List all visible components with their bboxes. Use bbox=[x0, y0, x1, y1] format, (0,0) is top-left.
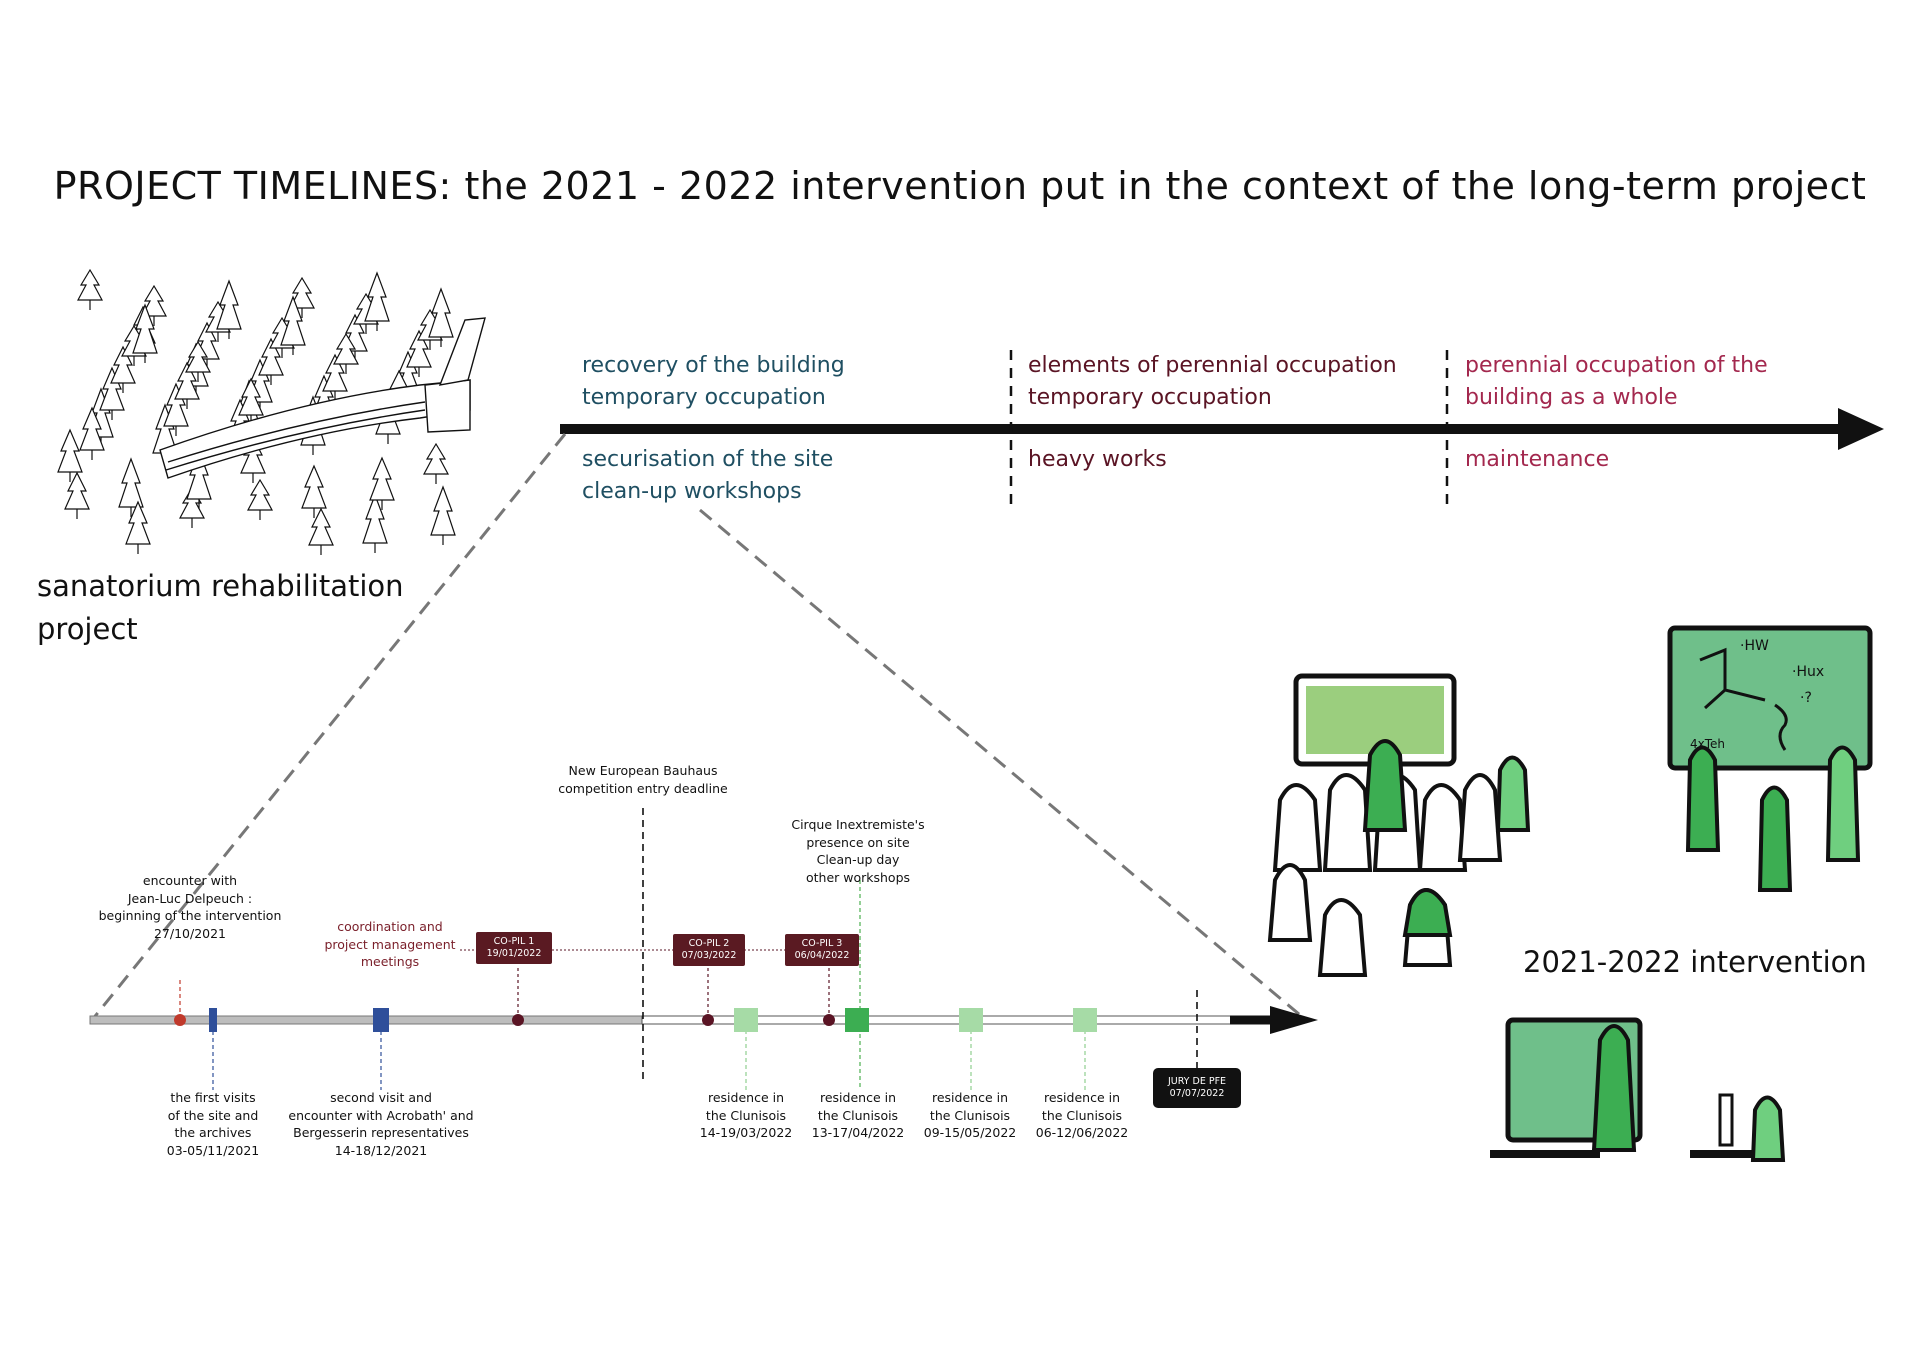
desk-right bbox=[1690, 1150, 1755, 1158]
tree-sketch bbox=[79, 406, 105, 460]
copil-2-dot bbox=[702, 1014, 714, 1026]
building-body bbox=[159, 379, 471, 479]
whiteboard-text-3: ·? bbox=[1800, 690, 1812, 706]
encounter-label: encounter with Jean-Luc Delpeuch : begin… bbox=[98, 873, 282, 941]
whiteboard bbox=[1667, 625, 1873, 771]
tree-sketch bbox=[308, 507, 334, 555]
phase-2-above: elements of perennial occupation tempora… bbox=[1028, 353, 1397, 410]
coordination-label: coordination and project management meet… bbox=[324, 919, 456, 969]
page-title: PROJECT TIMELINES: the 2021 - 2022 inter… bbox=[53, 164, 1867, 208]
residence-1-label: residence in the Clunisois 14-19/03/2022 bbox=[699, 1090, 793, 1140]
residence-2-marker bbox=[845, 1008, 869, 1032]
whiteboard-person-1 bbox=[1685, 745, 1721, 852]
computer-monitor bbox=[1718, 1093, 1734, 1147]
sanatorium-caption: sanatorium rehabilitation project bbox=[37, 569, 404, 646]
tree-sketch bbox=[333, 332, 359, 374]
timeline-arrow-head bbox=[1270, 1006, 1318, 1034]
building-floor-line-2 bbox=[165, 409, 426, 471]
copil-3-dot bbox=[823, 1014, 835, 1026]
copil-2-badge: CO-PIL 2 07/03/2022 bbox=[673, 934, 745, 966]
cirque-label: Cirque Inextremiste's presence on site C… bbox=[791, 817, 925, 885]
tree-sketch bbox=[258, 337, 284, 385]
whiteboard-illustration: ·HW ·Hux ·? 4xTeh bbox=[1667, 625, 1873, 892]
zoom-line-right bbox=[699, 508, 1301, 1017]
green-standing-figure bbox=[1495, 755, 1531, 832]
tree-sketch bbox=[57, 428, 83, 482]
tree-sketch bbox=[423, 442, 449, 484]
phase-3-above: perennial occupation of the building as … bbox=[1465, 353, 1768, 410]
tree-sketch bbox=[99, 366, 125, 420]
workstation-person-standing bbox=[1591, 1024, 1637, 1152]
second-visit-label: second visit and encounter with Acrobath… bbox=[288, 1090, 474, 1158]
phase-3-below: maintenance bbox=[1465, 447, 1610, 472]
meeting-screen bbox=[1306, 686, 1444, 754]
tree-sketch bbox=[174, 361, 200, 409]
intervention-caption: 2021-2022 intervention bbox=[1523, 945, 1867, 979]
residence-4-marker bbox=[1073, 1008, 1097, 1032]
phase-1-above: recovery of the building temporary occup… bbox=[582, 353, 845, 410]
building-tower bbox=[438, 317, 486, 386]
building-wing bbox=[424, 379, 471, 433]
jury-badge: JURY DE PFE 07/07/2022 bbox=[1153, 1068, 1241, 1108]
whiteboard-text-1: ·HW bbox=[1740, 638, 1769, 654]
residence-4-label: residence in the Clunisois 06-12/06/2022 bbox=[1035, 1090, 1129, 1140]
tree-sketch bbox=[428, 287, 454, 347]
copil-3-badge: CO-PIL 3 06/04/2022 bbox=[785, 934, 859, 966]
workstation-person-seated bbox=[1750, 1095, 1786, 1162]
tree-sketch bbox=[240, 435, 266, 483]
green-audience-figure bbox=[1402, 888, 1453, 937]
short-term-timeline bbox=[89, 808, 1318, 1090]
desk-left bbox=[1490, 1150, 1600, 1158]
zoom-line-left bbox=[90, 433, 567, 1021]
tree-sketch bbox=[64, 471, 90, 519]
phase-2-below: heavy works bbox=[1028, 447, 1167, 472]
tree-sketch bbox=[362, 493, 388, 553]
first-visit-label: the first visits of the site and the arc… bbox=[166, 1090, 260, 1158]
timeline-bar-future bbox=[641, 1015, 1243, 1025]
encounter-dot bbox=[174, 1014, 186, 1026]
forest-sketch bbox=[57, 268, 456, 555]
whiteboard-sketch bbox=[1699, 647, 1788, 751]
whiteboard-person-3 bbox=[1825, 745, 1861, 862]
tree-sketch bbox=[125, 500, 151, 554]
residence-3-marker bbox=[959, 1008, 983, 1032]
tree-sketch bbox=[430, 485, 456, 545]
workstation-illustration bbox=[1490, 1017, 1786, 1162]
residence-3-label: residence in the Clunisois 09-15/05/2022 bbox=[923, 1090, 1017, 1140]
meeting-illustration bbox=[1267, 673, 1531, 977]
residence-2-label: residence in the Clunisois 13-17/04/2022 bbox=[811, 1090, 905, 1140]
tree-sketch bbox=[406, 329, 432, 377]
whiteboard-person-2 bbox=[1757, 785, 1793, 892]
copil-1-badge: CO-PIL 1 19/01/2022 bbox=[476, 932, 552, 964]
residence-1-marker bbox=[734, 1008, 758, 1032]
speaker-figure bbox=[1362, 739, 1408, 832]
sanatorium-illustration bbox=[57, 268, 486, 555]
tree-sketch bbox=[132, 303, 158, 363]
phase-1-below: securisation of the site clean-up worksh… bbox=[582, 447, 834, 504]
timeline-bar-past bbox=[89, 1015, 643, 1025]
tree-sketch bbox=[118, 457, 144, 517]
tree-sketch bbox=[110, 345, 136, 393]
second-visit-marker bbox=[373, 1008, 389, 1032]
building-floor-line-1 bbox=[167, 401, 426, 463]
tree-sketch bbox=[364, 271, 390, 331]
tree-sketch bbox=[163, 382, 189, 436]
tree-sketch bbox=[280, 295, 306, 355]
tree-sketch bbox=[186, 449, 212, 509]
tree-sketch bbox=[247, 478, 273, 520]
first-visit-marker bbox=[209, 1008, 217, 1032]
long-term-arrow-head bbox=[1838, 408, 1884, 450]
tree-sketch bbox=[216, 279, 242, 339]
whiteboard-text-2: ·Hux bbox=[1792, 664, 1824, 680]
copil-1-dot bbox=[512, 1014, 524, 1026]
tree-sketch bbox=[369, 456, 395, 510]
tree-sketch bbox=[185, 340, 211, 382]
bauhaus-label: New European Bauhaus competition entry d… bbox=[558, 763, 728, 796]
tree-sketch bbox=[301, 464, 327, 518]
tree-sketch bbox=[77, 268, 103, 310]
